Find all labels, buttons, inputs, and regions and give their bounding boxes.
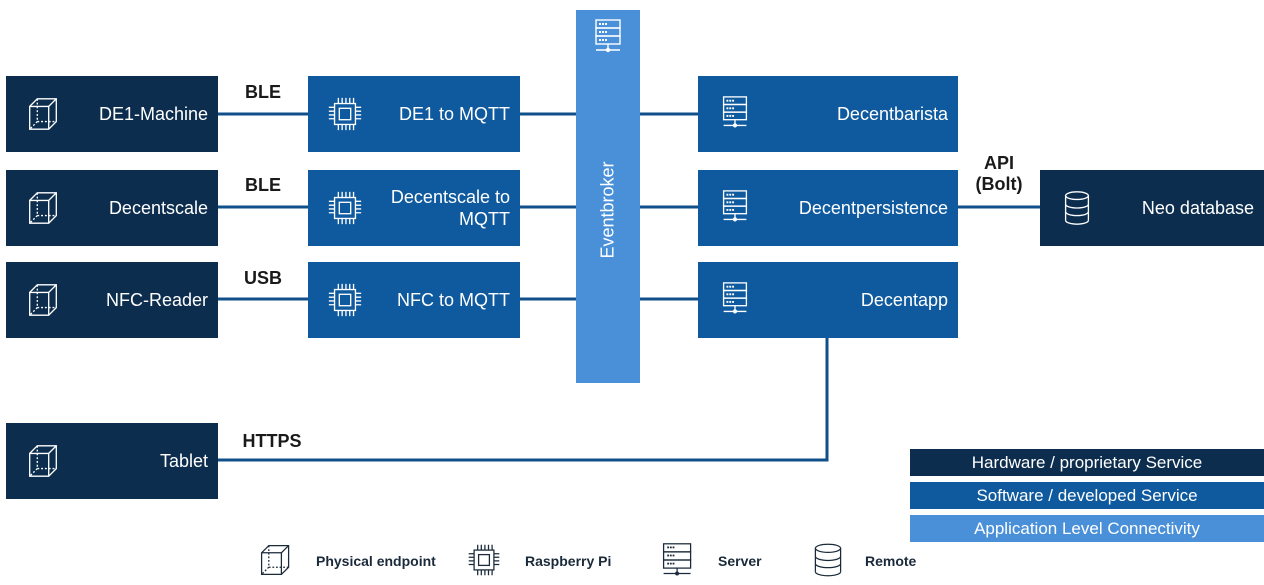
- icon-legend-label: Server: [718, 553, 762, 569]
- cube-icon: [29, 445, 57, 477]
- icon-legend-label: Physical endpoint: [316, 553, 436, 569]
- protocol-label-https: HTTPS: [242, 431, 302, 451]
- node-eventbroker: Eventbroker: [576, 10, 640, 383]
- node-decentscale: Decentscale: [6, 170, 218, 246]
- server-icon: [722, 190, 748, 222]
- chip-icon: [328, 191, 362, 225]
- node-decentpersistence: Decentpersistence: [698, 170, 958, 246]
- eventbroker-label: Eventbroker: [597, 161, 618, 259]
- node-label: Tablet: [159, 451, 208, 471]
- node-label: Decentpersistence: [798, 198, 948, 218]
- protocol-label-ble: BLE: [245, 82, 281, 102]
- protocol-label-ble: BLE: [245, 175, 281, 195]
- node-nfc-to-mqtt: NFC to MQTT: [308, 262, 520, 338]
- icon-legend-label: Remote: [865, 553, 917, 569]
- chip-icon: [328, 97, 362, 131]
- node-label: Decentbarista: [836, 104, 948, 124]
- chip-icon: [328, 283, 362, 317]
- node-tablet: Tablet: [6, 423, 218, 499]
- chip-icon: [468, 544, 500, 576]
- icon-legend-remote: Remote: [810, 540, 916, 580]
- icon-legend-label: Raspberry Pi: [525, 553, 612, 569]
- node-de1-machine: DE1-Machine: [6, 76, 218, 152]
- node-label: Neo database: [1141, 198, 1254, 218]
- legend-connectivity: Application Level Connectivity: [910, 515, 1264, 542]
- legend-software: Software / developed Service: [910, 482, 1264, 509]
- icon-legend-physical-endpoint: Physical endpoint: [258, 540, 436, 580]
- cube-icon: [29, 284, 57, 316]
- line-tablet-to-decentapp: [218, 335, 829, 462]
- node-label: NFC-Reader: [105, 290, 208, 310]
- node-neo-database: Neo database: [1040, 170, 1264, 246]
- server-icon: [662, 543, 692, 576]
- icon-legend-raspberry-pi: Raspberry Pi: [466, 540, 611, 580]
- legend-hardware: Hardware / proprietary Service: [910, 449, 1264, 476]
- node-label: DE1-Machine: [98, 104, 208, 124]
- node-decentbarista: Decentbarista: [698, 76, 958, 152]
- database-icon: [814, 543, 842, 577]
- database-icon: [1064, 191, 1090, 225]
- node-label: NFC to MQTT: [397, 290, 510, 310]
- node-decentapp: Decentapp: [698, 262, 958, 338]
- cube-icon: [29, 98, 57, 130]
- cube-icon: [260, 544, 290, 576]
- node-label: DE1 to MQTT: [398, 104, 510, 124]
- protocol-label-usb: USB: [243, 268, 282, 288]
- node-label: Decentapp: [860, 290, 948, 310]
- server-icon: [595, 19, 621, 53]
- cube-icon: [29, 192, 57, 224]
- node-label: Decentscale: [108, 198, 208, 218]
- node-nfc-reader: NFC-Reader: [6, 262, 218, 338]
- icon-legend-server: Server: [660, 540, 762, 580]
- node-de1-to-mqtt: DE1 to MQTT: [308, 76, 520, 152]
- protocol-label-api: API(Bolt): [975, 153, 1023, 194]
- server-icon: [722, 282, 748, 314]
- server-icon: [722, 96, 748, 128]
